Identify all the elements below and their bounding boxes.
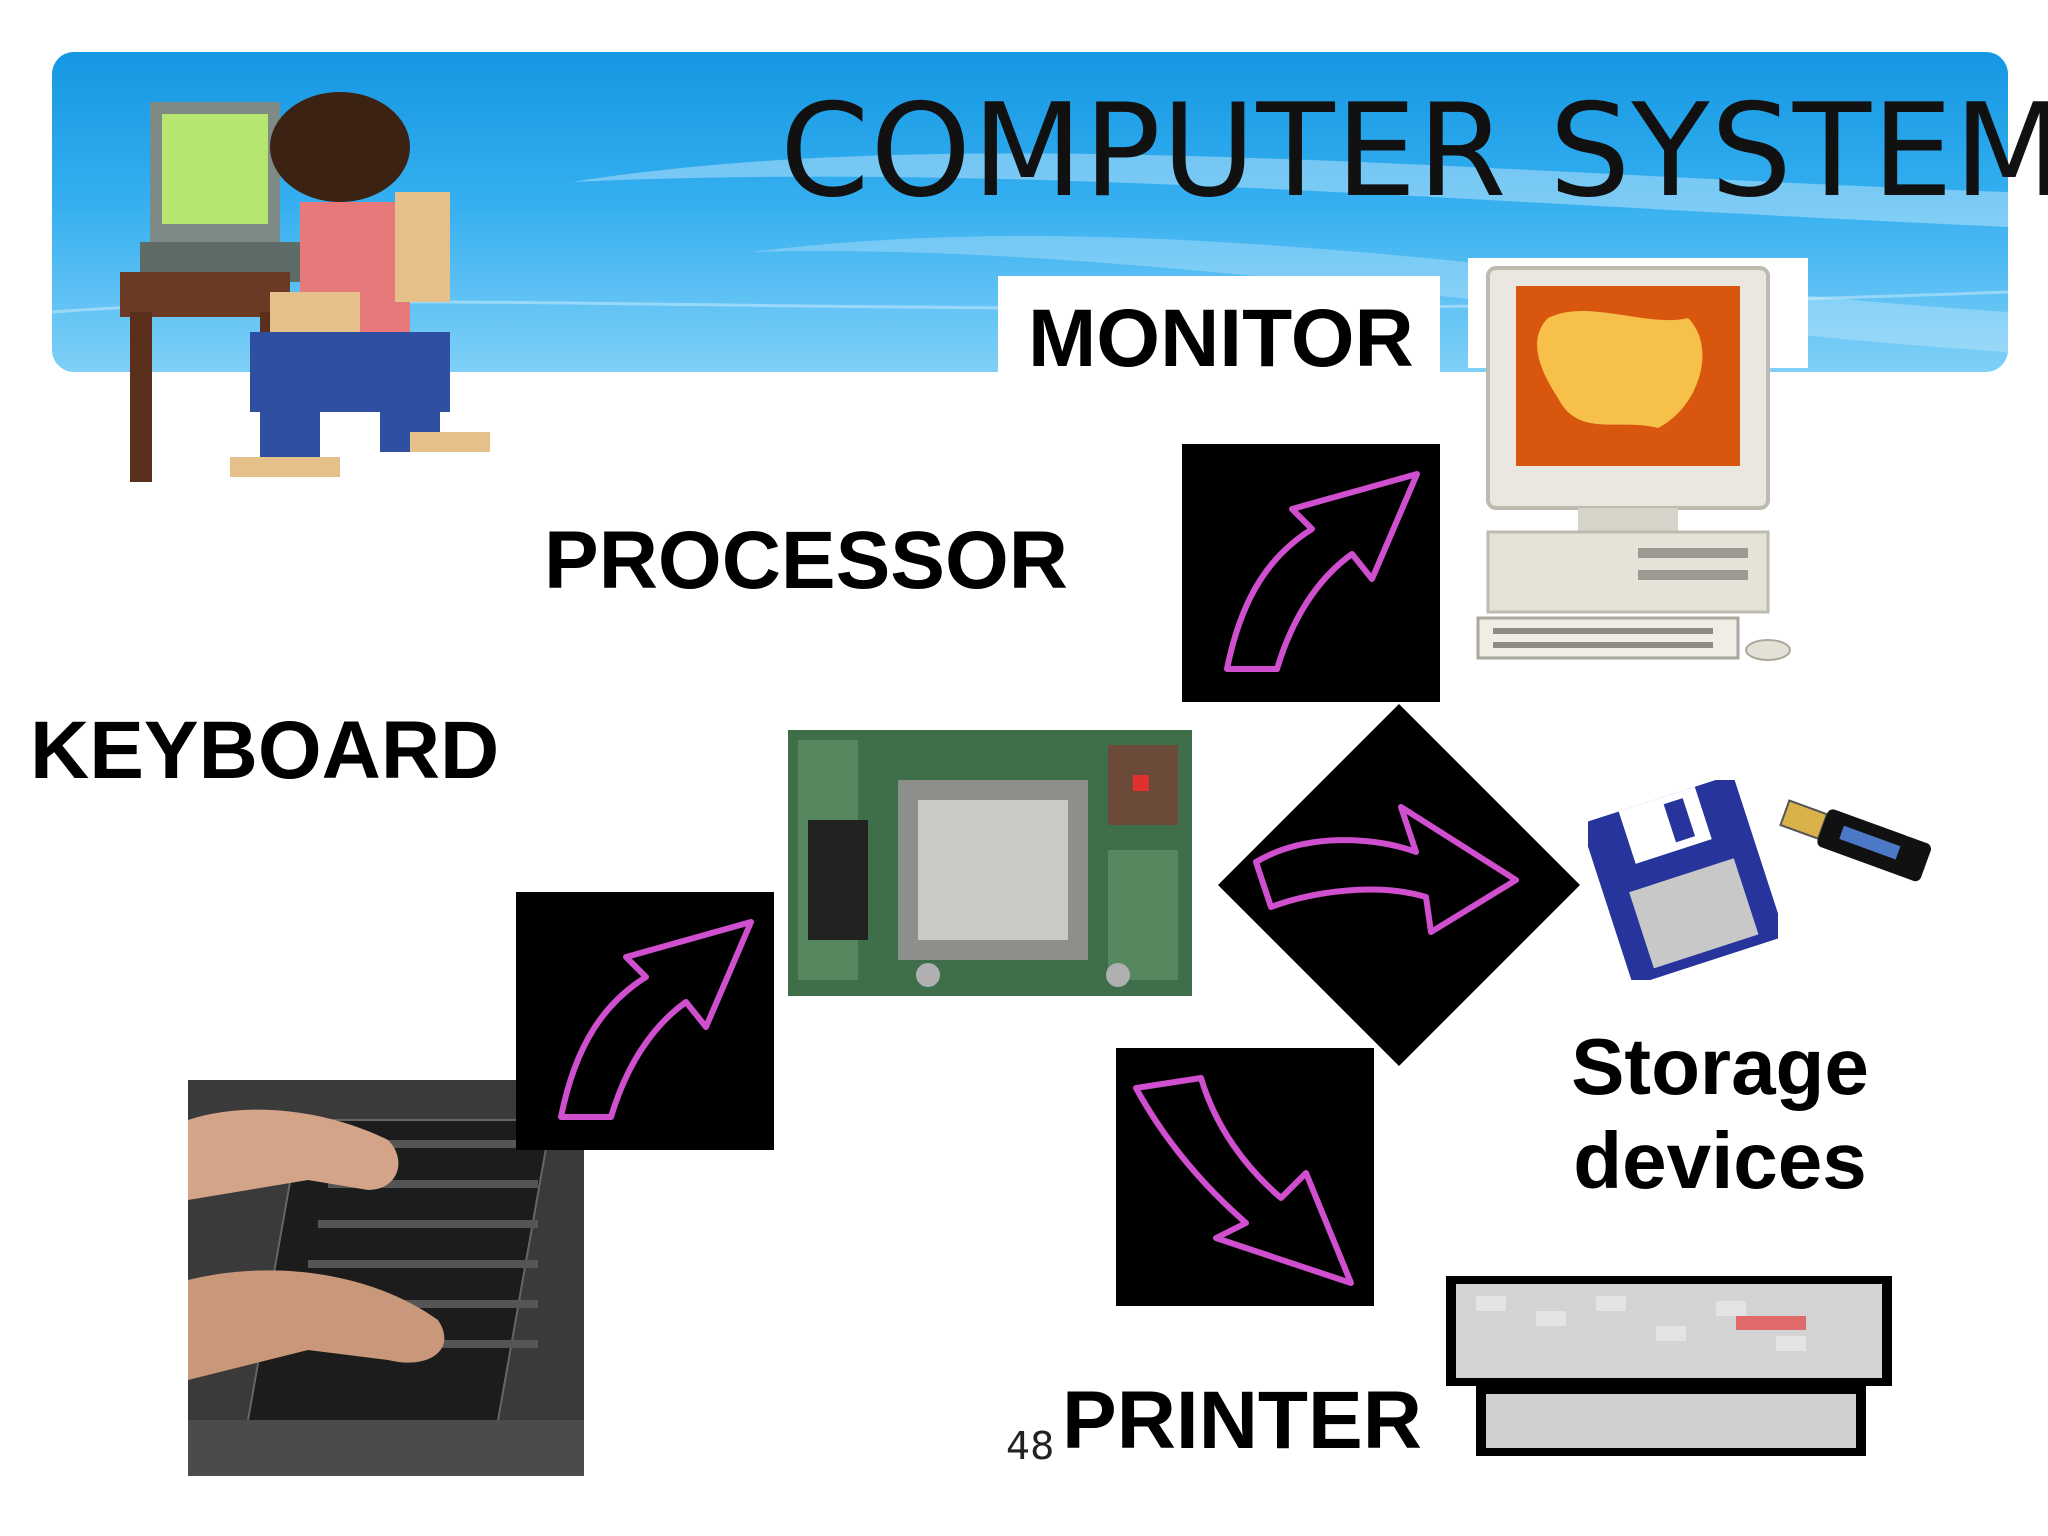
- storage-label-line2: devices: [1573, 1116, 1867, 1206]
- arrow-to-storage-icon: [1218, 704, 1580, 1066]
- arrow-to-monitor-icon: [1182, 444, 1440, 702]
- storage-label-line1: Storage: [1571, 1022, 1869, 1111]
- page-number: 48: [1006, 1424, 1055, 1468]
- monitor-label: MONITOR: [1028, 293, 1414, 384]
- motherboard-cpu-icon: [788, 730, 1192, 996]
- desktop-computer-icon: [1468, 258, 1808, 661]
- monitor-label-background: [998, 276, 1440, 386]
- person-at-computer-icon: [120, 92, 490, 482]
- printer-label: PRINTER: [1062, 1375, 1422, 1466]
- floppy-disk-icon: [1588, 780, 1778, 980]
- arrow-to-printer-icon: [1116, 1048, 1374, 1306]
- processor-label: PROCESSOR: [544, 515, 1068, 606]
- printer-icon: [1446, 1276, 1892, 1456]
- arrow-keyboard-to-processor-icon: [516, 892, 774, 1150]
- keyboard-label: KEYBOARD: [30, 705, 500, 796]
- storage-devices-label: Storage devices: [1520, 1020, 1920, 1209]
- usb-drive-icon: [1779, 799, 1932, 882]
- slide-title: COMPUTER SYSTEM: [780, 77, 2048, 226]
